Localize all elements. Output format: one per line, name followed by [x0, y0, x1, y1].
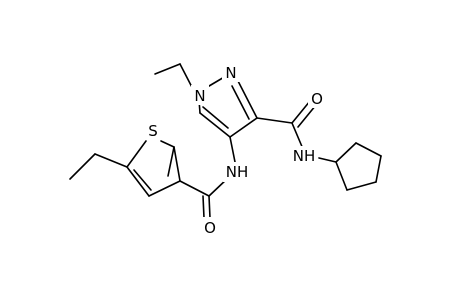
atom-n2: N: [222, 62, 240, 82]
bond: [335, 161, 348, 191]
atom-n1: N: [191, 85, 209, 105]
bond-layer: [69, 63, 382, 219]
bond: [375, 155, 382, 183]
bond: [291, 100, 311, 124]
atom-label-s1: S: [148, 122, 158, 140]
atom-nh2: NH: [223, 162, 251, 182]
bond: [346, 181, 377, 191]
atom-o2: O: [201, 217, 219, 237]
atom-label-n2: N: [225, 64, 236, 82]
bond: [94, 153, 128, 168]
bond: [126, 166, 150, 197]
bond: [173, 146, 181, 182]
atom-s1: S: [144, 120, 162, 140]
atom-label-nh2: NH: [226, 163, 249, 181]
bond: [202, 106, 229, 129]
bond: [229, 117, 258, 138]
atom-label-n1: N: [194, 87, 205, 105]
bond: [355, 142, 382, 157]
bond: [256, 117, 293, 124]
bond: [236, 78, 258, 119]
bond: [160, 140, 175, 148]
bond: [133, 169, 152, 191]
bond: [69, 153, 96, 180]
bond: [318, 157, 337, 163]
bond: [148, 180, 181, 197]
atom-label-o1: O: [311, 90, 323, 108]
atom-o1: O: [308, 88, 326, 108]
atom-label-nh1: NH: [293, 147, 316, 165]
bond: [291, 122, 304, 150]
atom-label-o2: O: [204, 219, 216, 237]
bond: [167, 146, 175, 177]
atom-nh1: NH: [290, 146, 318, 166]
bond: [335, 142, 357, 163]
bond: [231, 85, 250, 120]
bond: [202, 195, 205, 219]
bond: [199, 112, 231, 138]
bond: [179, 180, 210, 197]
bond: [208, 195, 211, 219]
bond: [154, 63, 181, 75]
bond: [229, 136, 236, 163]
bond: [297, 104, 317, 128]
bond: [126, 140, 147, 168]
atom-label-layer: S N N O NH NH O: [144, 62, 326, 237]
